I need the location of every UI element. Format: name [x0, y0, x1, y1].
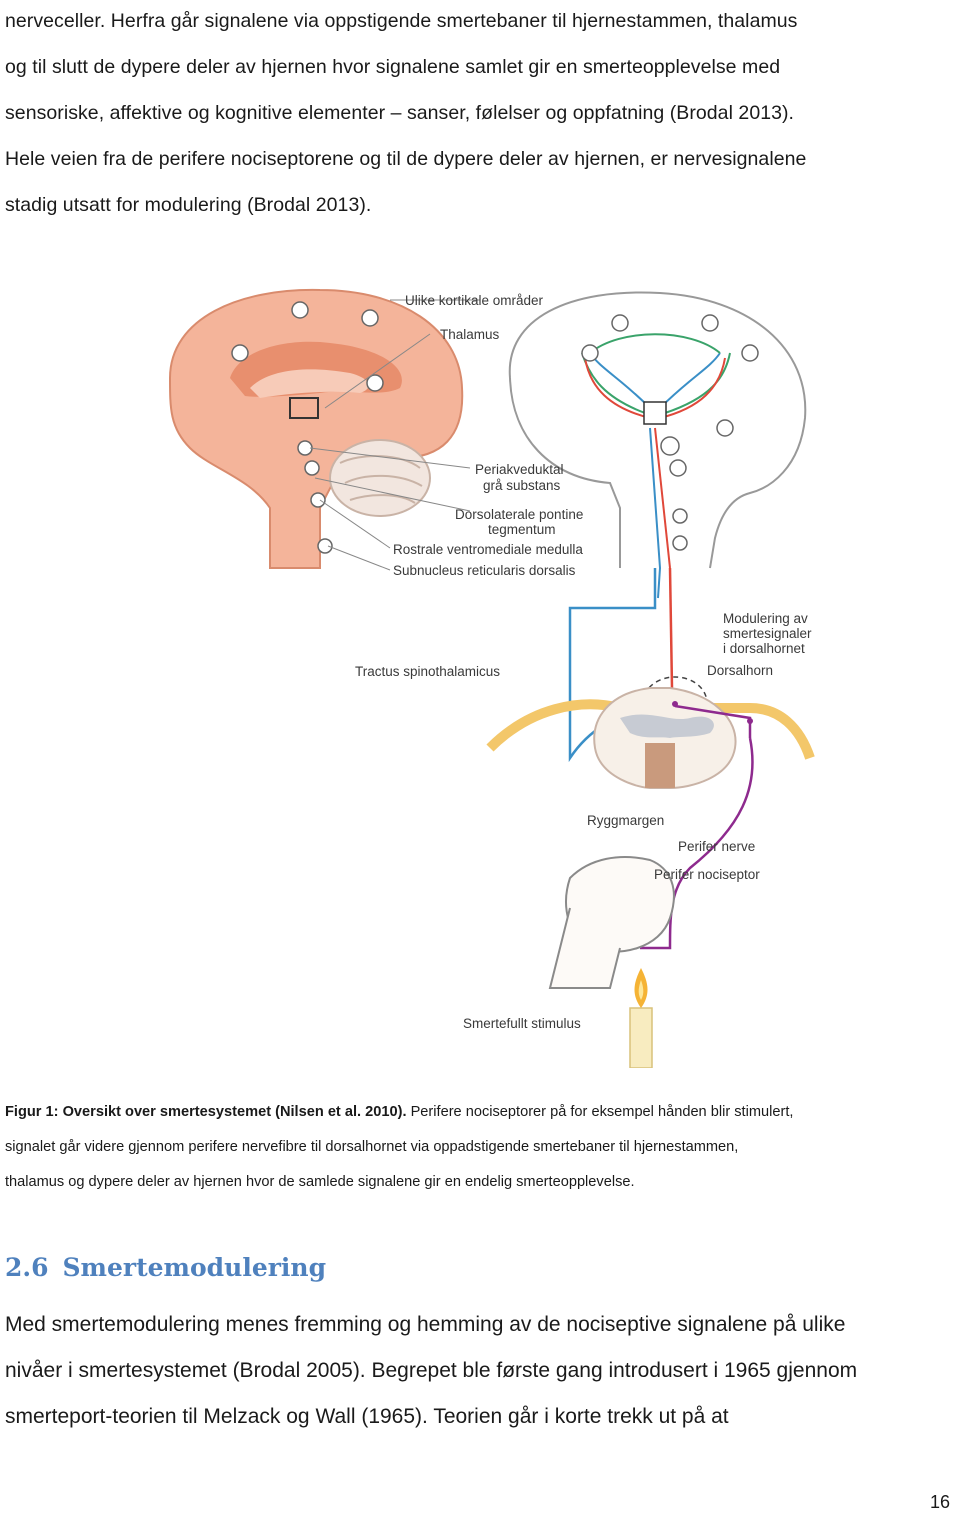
section-title: Smertemodulering — [62, 1253, 327, 1282]
label-tractus: Tractus spinothalamicus — [355, 664, 500, 679]
caption-line: signalet går videre gjennom perifere ner… — [5, 1139, 739, 1155]
label-perifer-nociseptor: Perifer nociseptor — [654, 867, 760, 882]
label-dorsolaterale: Dorsolaterale pontine — [455, 507, 583, 522]
label-modulering-2: smertesignaler — [723, 626, 812, 641]
label-rostrale: Rostrale ventromediale medulla — [393, 542, 583, 557]
label-dorsalhorn: Dorsalhorn — [707, 663, 773, 678]
caption-line: Figur 1: Oversikt over smertesystemet (N… — [5, 1095, 955, 1130]
label-kortikale: Ulike kortikale områder — [405, 293, 544, 308]
hand-candle-illustration — [548, 856, 675, 1068]
label-perifer-nerve: Perifer nerve — [678, 839, 755, 854]
body-line: nivåer i smertesystemet (Brodal 2005). B… — [5, 1359, 858, 1382]
caption-line: thalamus og dypere deler av hjernen hvor… — [5, 1174, 635, 1190]
label-subnucleus: Subnucleus reticularis dorsalis — [393, 563, 576, 578]
spinal-pathway — [486, 567, 815, 950]
paragraph-line: stadig utsatt for modulering (Brodal 201… — [5, 194, 372, 216]
label-tegmentum: tegmentum — [488, 522, 556, 537]
pain-system-figure: Ulike kortikale områder Thalamus Periakv… — [168, 288, 815, 1068]
body-line: Med smertemodulering menes fremming og h… — [5, 1313, 846, 1336]
label-modulering-1: Modulering av — [723, 611, 808, 626]
section-body: Med smertemodulering menes fremming og h… — [5, 1302, 955, 1440]
body-line: smerteport-teorien til Melzack og Wall (… — [5, 1405, 729, 1428]
label-modulering-3: i dorsalhornet — [723, 641, 805, 656]
brain-sagittal-illustration — [168, 288, 480, 571]
label-periakveduktal: Periakveduktal — [475, 462, 564, 477]
page-number: 16 — [929, 1492, 950, 1512]
paragraph-line: nerveceller. Herfra går signalene via op… — [5, 10, 798, 32]
label-gra-substans: grå substans — [483, 478, 561, 493]
paragraph-line: og til slutt de dypere deler av hjernen … — [5, 56, 781, 78]
label-thalamus: Thalamus — [440, 327, 500, 342]
paragraph-line: sensoriske, affektive og kognitive eleme… — [5, 102, 795, 124]
paragraph-1: nerveceller. Herfra går signalene via op… — [5, 0, 955, 228]
section-heading: 2.6 Smertemodulering — [5, 1253, 326, 1282]
figure-caption: Figur 1: Oversikt over smertesystemet (N… — [5, 1095, 955, 1200]
label-stimulus: Smertefullt stimulus — [463, 1016, 581, 1031]
caption-text: Perifere nociseptorer på for eksempel hå… — [406, 1104, 794, 1120]
section-number: 2.6 — [5, 1253, 49, 1282]
brain-outline-pathways — [508, 291, 807, 599]
paragraph-line: Hele veien fra de perifere nociseptorene… — [5, 148, 807, 170]
label-ryggmargen: Ryggmargen — [587, 813, 664, 828]
caption-title: Figur 1: Oversikt over smertesystemet (N… — [5, 1104, 407, 1120]
